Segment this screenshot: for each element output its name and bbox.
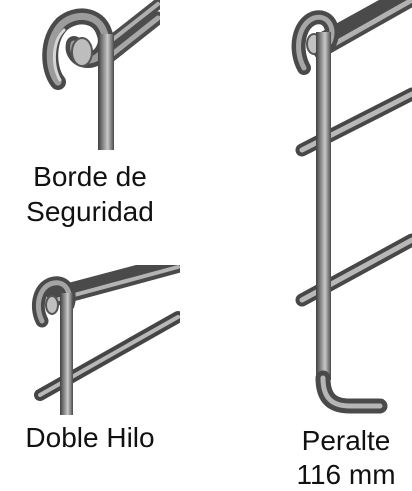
height-illustration (280, 0, 412, 420)
edge-caption-line2: Seguridad (26, 196, 154, 227)
double-wire-caption: Doble Hilo (25, 422, 155, 453)
safety-edge-illustration (30, 0, 160, 150)
double-wire-illustration (20, 265, 180, 415)
edge-caption-line1: Borde de (33, 161, 147, 192)
height-caption-line1: Peralte (301, 425, 391, 456)
height-caption-line2: 116 mm (296, 459, 396, 490)
